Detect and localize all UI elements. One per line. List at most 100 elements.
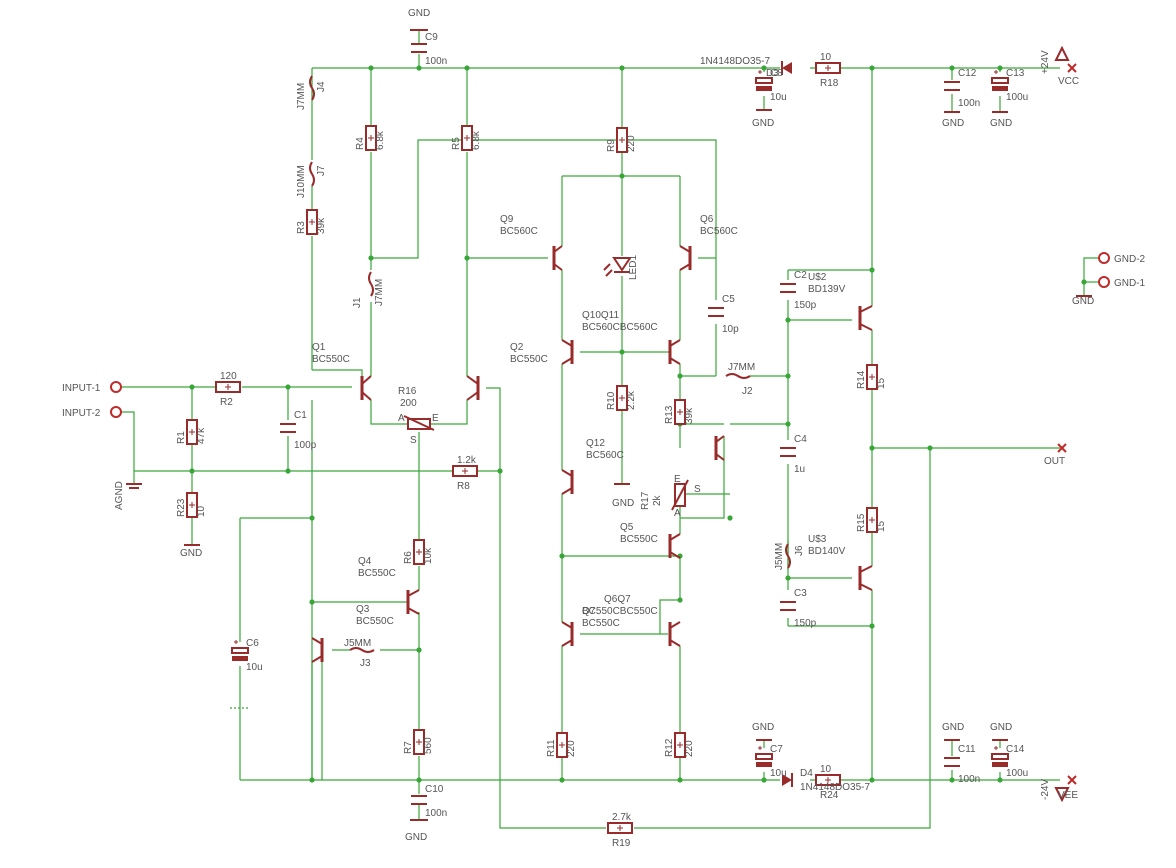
transistor-q9 (552, 245, 563, 271)
transistor-value: BC550C (312, 354, 350, 365)
r17-ref: R17 (640, 491, 651, 510)
r17-value: 2k (652, 494, 663, 506)
component-value: 10u (770, 768, 787, 779)
led-label: LED1 (628, 255, 639, 280)
j7-value: J10MM (296, 165, 307, 198)
component-value: 6.8k (375, 130, 386, 150)
gnd-label-c9: GND (408, 8, 430, 19)
component-ref: R15 (856, 513, 867, 532)
j4-value: J7MM (296, 83, 307, 110)
component-ref: C1 (294, 410, 307, 421)
agnd-label: AGND (114, 481, 125, 510)
wires (122, 30, 1098, 829)
component-ref: R9 (606, 139, 617, 152)
transistor-ref: Q5 (620, 522, 634, 533)
transistor-ref: Q9 (500, 214, 514, 225)
component-ref: R23 (176, 498, 187, 517)
gnd-label-r23: GND (180, 548, 202, 559)
component-ref: C5 (722, 294, 735, 305)
diode-d4-value: 1N4148DO35-7 (800, 782, 870, 793)
r16-pin-e: E (432, 413, 439, 424)
j3-ref: J3 (360, 658, 371, 669)
component-ref: R8 (457, 481, 470, 492)
j6-ref: J6 (794, 545, 805, 556)
component-value: 220 (626, 135, 637, 152)
gnd-label-c12: GND (942, 118, 964, 129)
transistor-u2 (858, 305, 873, 331)
transistor-ref: Q6 (700, 214, 714, 225)
component-value: 10p (722, 324, 739, 335)
transistor-q12 (561, 469, 574, 495)
gnd-label-c14: GND (990, 722, 1012, 733)
component-value: 100n (425, 808, 447, 819)
transistor-ref: Q2 (510, 342, 524, 353)
gnd-label-c11: GND (942, 722, 964, 733)
component-value: 150p (794, 618, 817, 629)
transistor-ref: Q4 (358, 556, 372, 567)
ground-symbols (126, 29, 1092, 821)
transistor-ref: U$3 (808, 534, 827, 545)
component-value: 47k (196, 427, 207, 444)
component-value: 220 (684, 740, 695, 757)
component-value: 150p (794, 300, 817, 311)
j2-ref: J2 (742, 386, 753, 397)
transistor-value: BD140V (808, 546, 846, 557)
component-value: 2.7k (612, 812, 632, 823)
transistor-value: BC550C (358, 568, 396, 579)
j1-ref: J1 (352, 297, 363, 308)
vee-label: VEE (1058, 790, 1078, 801)
component-value: 15 (876, 377, 887, 389)
diode-d3-ref: D3 (766, 68, 779, 79)
component-ref: R2 (220, 397, 233, 408)
component-value: 120 (220, 371, 237, 382)
trimmer-r16 (403, 415, 435, 431)
component-value: 15 (876, 520, 887, 532)
component-value: 100n (958, 774, 980, 785)
transistor-q6 (679, 245, 692, 271)
gnd-label-c8: GND (752, 118, 774, 129)
transistor-ref: Q7 (582, 606, 596, 617)
component-ref: R1 (176, 431, 187, 444)
component-value: 1u (794, 464, 805, 475)
vcc-label: VCC (1058, 76, 1079, 87)
transistor-value: BC560C (700, 226, 738, 237)
transistor-ref: Q3 (356, 604, 370, 615)
component-ref: C12 (958, 68, 977, 79)
transistor-symbols (311, 245, 873, 663)
diode-d3-value: 1N4148DO35-7 (700, 56, 770, 67)
connectors (110, 45, 1110, 803)
transistor-vbe (714, 435, 725, 461)
component-value: 10u (770, 92, 787, 103)
junctions (189, 65, 1087, 783)
r16-pin-s: S (410, 435, 417, 446)
gnd-label-right: GND (1072, 296, 1094, 307)
transistor-q5 (668, 533, 681, 559)
component-value: 100u (1006, 92, 1028, 103)
component-ref: R14 (856, 370, 867, 389)
component-r8: R81.2k (452, 455, 478, 492)
